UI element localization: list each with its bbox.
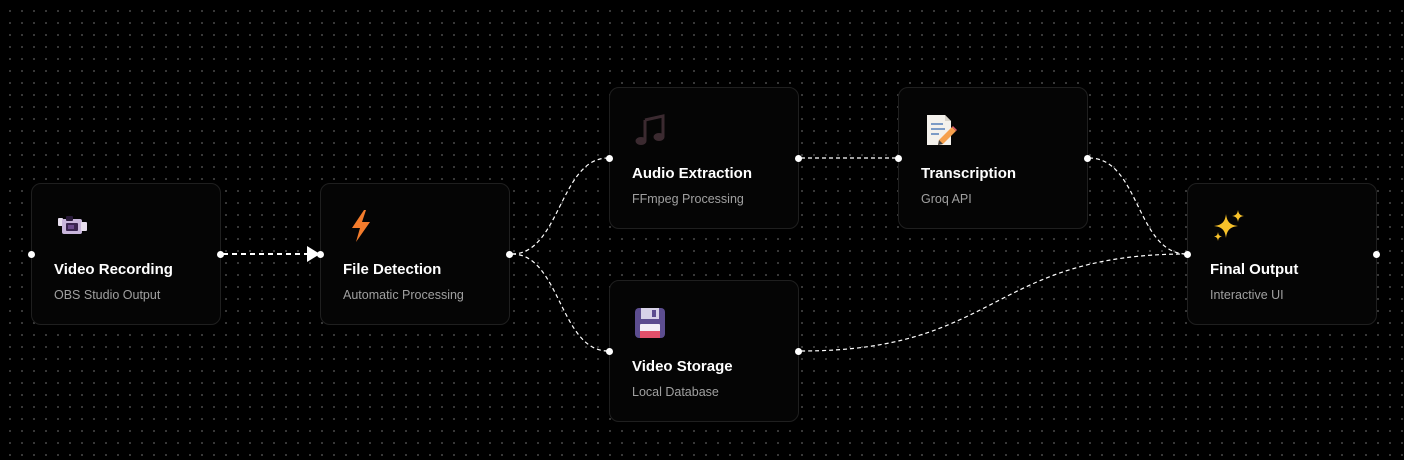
edge-transcription-to-final-output (1088, 157, 1188, 255)
node-handle-left[interactable] (317, 251, 324, 258)
node-handle-left[interactable] (606, 348, 613, 355)
edge-file-detection-to-video-storage (511, 253, 609, 352)
node-handle-right[interactable] (795, 155, 802, 162)
node-final-output[interactable]: Final Output Interactive UI (1184, 183, 1380, 325)
node-subtitle: Automatic Processing (343, 288, 464, 302)
node-handle-right[interactable] (1084, 155, 1091, 162)
lightning-icon (352, 210, 370, 242)
node-subtitle: Local Database (632, 385, 719, 399)
sparkles-icon (1214, 210, 1244, 241)
node-title: Transcription (921, 165, 1017, 182)
music-notes-icon (635, 114, 665, 145)
memo-icon (927, 115, 957, 145)
node-handle-left[interactable] (895, 155, 902, 162)
edge-file-detection-to-audio-extraction (511, 157, 609, 255)
edge-arrowhead (307, 246, 320, 262)
node-title: File Detection (343, 261, 442, 278)
node-handle-left[interactable] (1184, 251, 1191, 258)
node-subtitle: FFmpeg Processing (632, 192, 744, 206)
node-handle-right[interactable] (217, 251, 224, 258)
node-handle-left[interactable] (28, 251, 35, 258)
floppy-disk-icon (635, 308, 665, 338)
video-camera-icon (58, 216, 87, 234)
node-title: Video Recording (54, 261, 173, 278)
node-title: Audio Extraction (632, 165, 753, 182)
node-title: Video Storage (632, 358, 733, 375)
node-video-storage[interactable]: Video Storage Local Database (606, 280, 802, 422)
node-audio-extraction[interactable]: Audio Extraction FFmpeg Processing (606, 87, 802, 229)
node-transcription[interactable]: Transcription Groq API (895, 87, 1091, 229)
node-handle-right[interactable] (795, 348, 802, 355)
edge-video-storage-to-final-output (800, 253, 1188, 352)
node-handle-left[interactable] (606, 155, 613, 162)
node-handle-right[interactable] (1373, 251, 1380, 258)
node-file-detection[interactable]: File Detection Automatic Processing (317, 183, 513, 325)
node-title: Final Output (1210, 261, 1299, 278)
node-subtitle: OBS Studio Output (54, 288, 161, 302)
node-subtitle: Groq API (921, 192, 972, 206)
node-subtitle: Interactive UI (1210, 288, 1284, 302)
node-handle-right[interactable] (506, 251, 513, 258)
node-video-recording[interactable]: Video Recording OBS Studio Output (28, 183, 224, 325)
